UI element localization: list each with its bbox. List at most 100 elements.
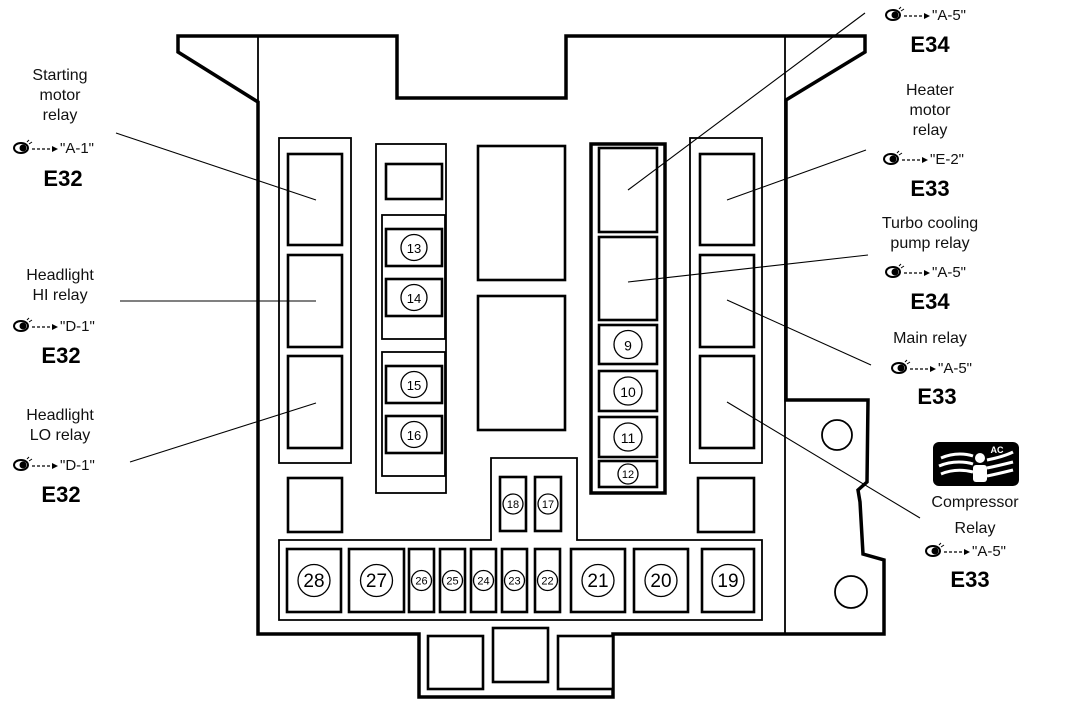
headlight-lo-relay-ref[interactable]: "D-1" [12,456,95,474]
fuse-number: 9 [624,338,632,354]
label-line: Headlight [26,267,94,284]
eye-arrow-icon [891,359,936,374]
spare-slot-left[interactable] [286,476,344,534]
fuse-10[interactable]: 10 [597,369,659,413]
fuse-number-circle [581,563,615,598]
fuse-12[interactable]: 12 [597,459,659,489]
fuse-28[interactable]: 28 [285,547,343,614]
fuse-number: 21 [587,571,608,592]
label-line: LO relay [29,427,91,444]
leader-turbo-cooling-pump-relay [627,254,869,283]
label-line: HI relay [32,287,88,304]
ref-text: "A-5" [938,359,972,377]
fuse-number-circle [441,569,464,592]
top-relay-ref[interactable]: "A-5" [884,6,966,24]
fuse-number: 28 [303,571,324,592]
headlight-lo-relay-slot[interactable] [286,354,344,450]
turbo-cooling-pump-relay-ref[interactable]: "A-5" [884,263,966,281]
leader-main-relay [726,299,872,366]
spare-fuse-slot[interactable] [384,162,444,201]
fuse-number: 24 [477,576,489,588]
label-line: pump relay [890,235,970,252]
fuse-16[interactable]: 16 [384,414,444,455]
spare-slot-right[interactable] [696,476,756,534]
housing-outline [176,34,886,699]
top-relay-slot[interactable] [597,146,659,234]
fuse-26[interactable]: 26 [407,547,436,614]
label-line: Relay [954,520,996,537]
fuse-20[interactable]: 20 [632,547,690,614]
fuse-number: 17 [542,499,554,511]
fuse-number: 14 [407,291,421,306]
fuse-21[interactable]: 21 [569,547,627,614]
eye-arrow-icon [13,456,58,471]
starting-motor-relay-ref[interactable]: "A-1" [12,139,94,157]
ref-text: "A-5" [972,542,1006,560]
fuse-number-circle [536,569,559,592]
eye-arrow-icon [883,150,928,165]
fuse-number: 11 [621,430,636,446]
fuse-number: 19 [717,571,738,592]
turbo-cooling-pump-relay-label: Turbo cooling pump relay [870,214,990,254]
fuse-18[interactable]: 18 [498,475,528,533]
label-line: Turbo cooling [881,215,979,232]
ref-text: "A-1" [60,139,94,157]
main-relay-connector: E33 [917,384,957,409]
fuse-number: 15 [407,378,421,393]
compressor-relay-label: Compressor Relay [915,490,1035,542]
fuse-number: 22 [541,576,553,588]
leader-heater-motor-relay [726,149,867,201]
eye-arrow-icon [885,6,930,21]
fuse-number-circle [410,569,433,592]
fuse-24[interactable]: 24 [469,547,498,614]
fuse-14[interactable]: 14 [384,277,444,318]
fuse-number: 27 [366,571,387,592]
label-line: Heater [905,82,955,99]
fuse-number-circle [400,370,428,399]
starting-motor-relay-connector: E32 [43,166,83,191]
fuse-number: 25 [446,576,458,588]
fuse-number: 23 [508,576,520,588]
fuse-number-circle [400,283,428,312]
fuse-27[interactable]: 27 [347,547,406,614]
fuse-number: 12 [622,469,634,481]
fuse-number-circle [711,563,745,598]
headlight-hi-relay-connector: E32 [41,343,81,368]
fuse-11[interactable]: 11 [597,415,659,459]
fuse-number-circle [503,569,526,592]
fuse-23[interactable]: 23 [500,547,529,614]
fuse-holder-13-16 [375,143,447,494]
fuse-19[interactable]: 19 [700,547,756,614]
fuse-number-circle [359,563,394,598]
fuse-22[interactable]: 22 [533,547,562,614]
fuse-number-circle [400,233,428,262]
fuse-17[interactable]: 17 [533,475,563,533]
compressor-relay-connector: E33 [950,567,990,592]
fuse-9[interactable]: 9 [597,323,659,366]
ref-text: "D-1" [60,317,95,335]
mount-hole [834,575,868,609]
turbo-cooling-pump-relay-slot[interactable] [597,235,659,322]
fuse-13[interactable]: 13 [384,227,444,268]
fuse-number-circle [400,420,428,449]
heater-motor-relay-ref[interactable]: "E-2" [882,150,964,168]
center-block-upper [476,144,567,282]
fuse-number-circle [617,463,639,485]
eye-arrow-icon [13,139,58,154]
ac-compressor-icon: AC [933,442,1019,486]
center-block-lower [476,294,567,432]
leader-compressor-relay [726,401,921,519]
label-line: motor [909,102,951,119]
ref-text: "D-1" [60,456,95,474]
label-line: Headlight [26,407,94,424]
main-relay-ref[interactable]: "A-5" [890,359,972,377]
fuse-25[interactable]: 25 [438,547,467,614]
fuse-number-circle [644,563,678,598]
ref-text: "A-5" [932,6,966,24]
ac-badge-text: AC [991,445,1004,455]
compressor-relay-ref[interactable]: "A-5" [924,542,1006,560]
fuse-number-circle [537,493,559,515]
headlight-hi-relay-ref[interactable]: "D-1" [12,317,95,335]
fuse-15[interactable]: 15 [384,364,444,405]
fuse-number-circle [613,376,643,406]
